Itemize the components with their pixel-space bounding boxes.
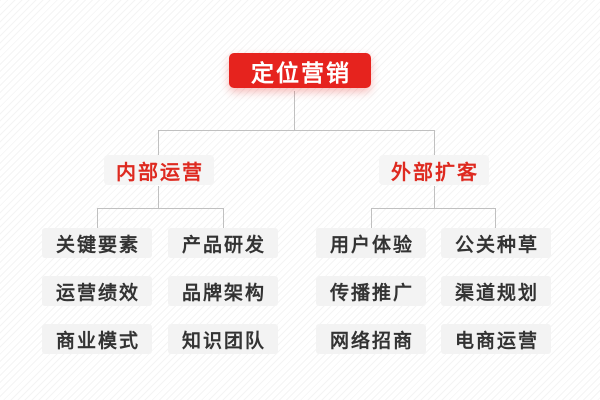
connector-drop-left (158, 130, 159, 155)
connector-right-crossbar (371, 208, 496, 209)
leaf-node-knowledge-team: 知识团队 (168, 324, 278, 354)
leaf-node-ecommerce-ops: 电商运营 (441, 324, 551, 354)
leaf-node-channel-planning: 渠道规划 (441, 276, 551, 306)
connector-right-col1-drop (371, 208, 372, 228)
leaf-node-business-model: 商业模式 (42, 324, 152, 354)
connector-left-col2-drop (223, 208, 224, 228)
leaf-node-user-experience: 用户体验 (316, 228, 426, 258)
connector-left-stem (158, 186, 159, 208)
root-node: 定位营销 (229, 53, 371, 88)
leaf-node-ops-performance: 运营绩效 (42, 276, 152, 306)
leaf-node-promotion: 传播推广 (316, 276, 426, 306)
connector-root-crossbar (158, 130, 435, 131)
connector-right-stem (434, 186, 435, 208)
branch-node-internal-ops: 内部运营 (104, 155, 214, 185)
leaf-node-online-investment: 网络招商 (316, 324, 426, 354)
connector-left-crossbar (97, 208, 224, 209)
leaf-node-brand-structure: 品牌架构 (168, 276, 278, 306)
leaf-node-pr-seeding: 公关种草 (441, 228, 551, 258)
connector-right-col2-drop (495, 208, 496, 228)
leaf-node-key-elements: 关键要素 (42, 228, 152, 258)
connector-left-col1-drop (97, 208, 98, 228)
branch-node-external-growth: 外部扩客 (379, 155, 489, 185)
leaf-node-product-rnd: 产品研发 (168, 228, 278, 258)
connector-drop-right (434, 130, 435, 155)
connector-root-stem (294, 91, 295, 130)
